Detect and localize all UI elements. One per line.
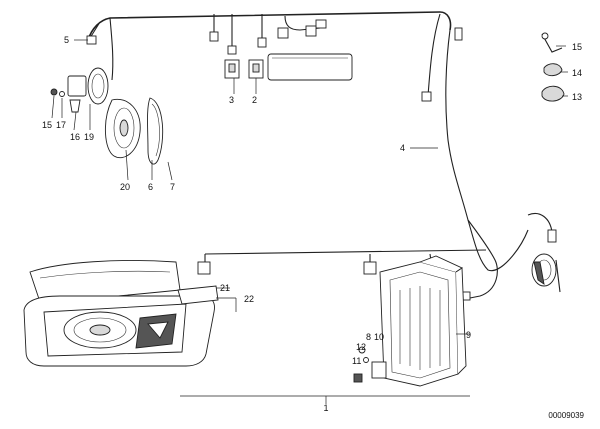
- callout-6: 6: [148, 182, 153, 192]
- leader-lines: [51, 39, 568, 404]
- clip-13: [541, 85, 565, 102]
- callout-5: 5: [64, 35, 69, 45]
- callout-3: 3: [229, 95, 234, 105]
- callout-13: 13: [572, 92, 582, 102]
- callout-2: 2: [252, 95, 257, 105]
- callout-20: 20: [120, 182, 130, 192]
- callout-9: 9: [466, 330, 471, 340]
- clip-14: [543, 63, 563, 77]
- callout-labels: 1 2 3 4 5 6 7 8 9 10 11 12 13 14 15 15 1…: [42, 35, 585, 420]
- callout-1: 1: [323, 403, 328, 413]
- callout-17: 17: [56, 120, 66, 130]
- callout-7: 7: [170, 182, 175, 192]
- callout-4: 4: [400, 143, 405, 153]
- rear-shelf-speaker-tray: [23, 260, 219, 367]
- callout-22: 22: [244, 294, 254, 304]
- switch-2: [248, 59, 264, 79]
- harness-connectors: [86, 19, 557, 301]
- clip-15: [541, 32, 563, 53]
- callout-16: 16: [70, 132, 80, 142]
- callout-21: 21: [220, 283, 230, 293]
- callout-8: 8: [366, 332, 371, 342]
- speaker-cluster-left: [50, 67, 164, 165]
- switch-3: [224, 59, 240, 79]
- callout-19: 19: [84, 132, 94, 142]
- callout-15-left: 15: [42, 120, 52, 130]
- panel-module: [267, 53, 353, 81]
- coil-assembly: [531, 253, 561, 293]
- amplifier-unit: [353, 255, 467, 387]
- callout-10: 10: [374, 332, 384, 342]
- callout-14: 14: [572, 68, 582, 78]
- drawing-reference-number: 00009039: [548, 411, 584, 420]
- callout-15-clip: 15: [572, 42, 582, 52]
- callout-11: 11: [352, 356, 361, 366]
- callout-12: 12: [356, 342, 366, 352]
